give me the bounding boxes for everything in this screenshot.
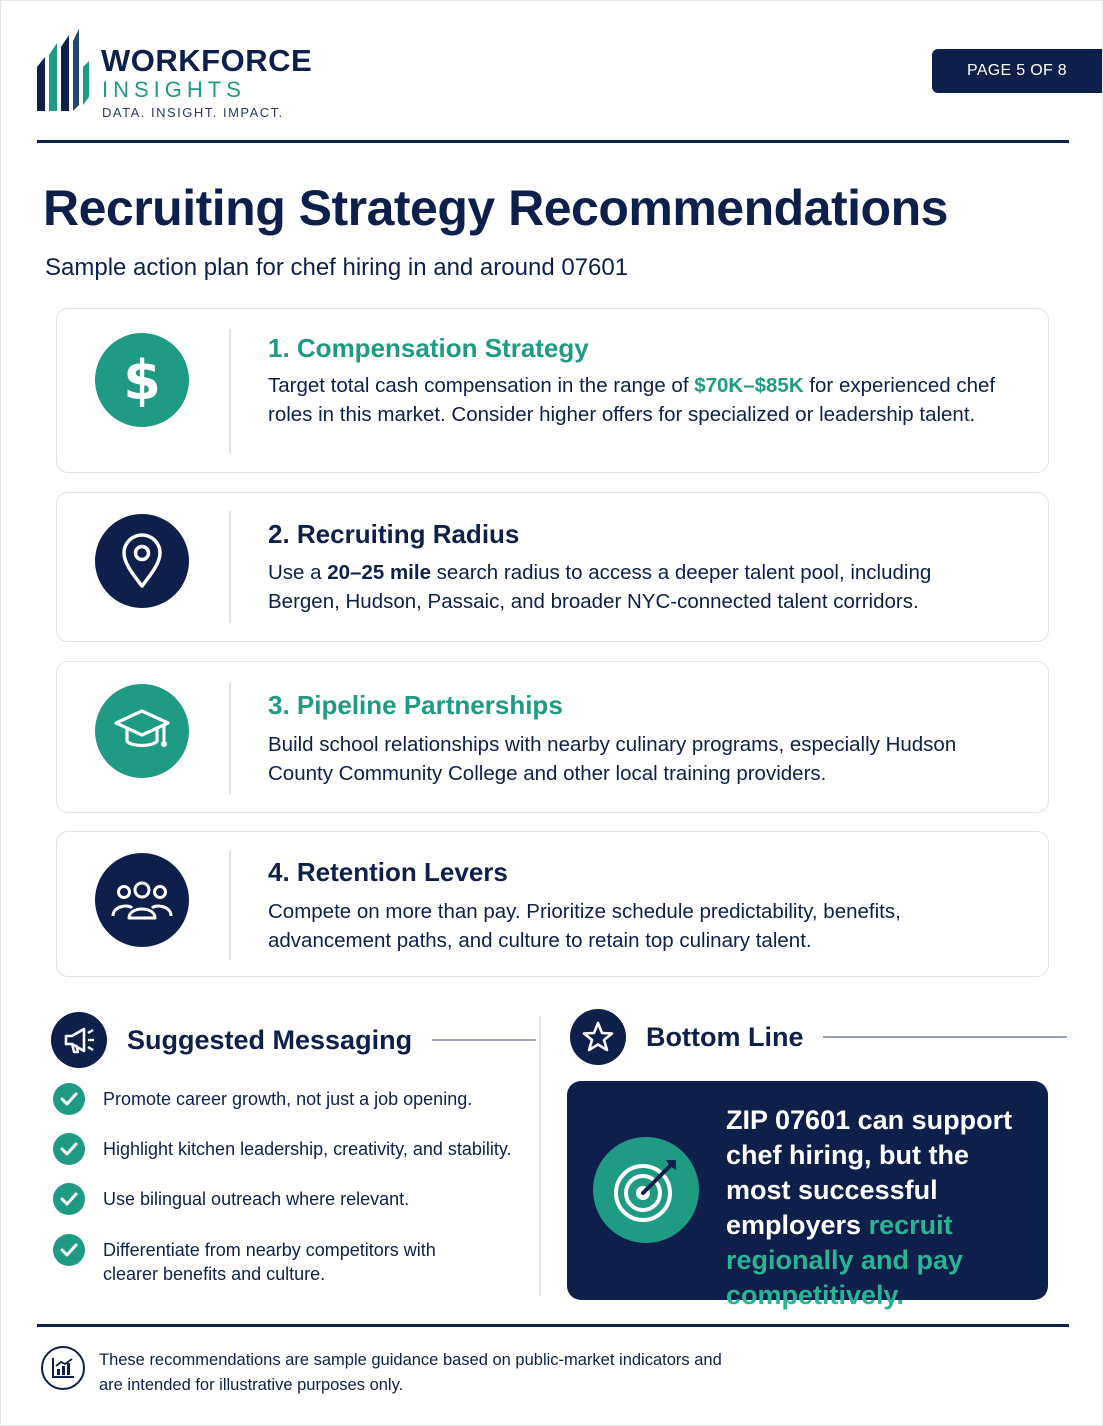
footer-disclaimer: These recommendations are sample guidanc…: [99, 1351, 722, 1394]
graduation-cap-icon: [95, 684, 189, 778]
recommendation-card-compensation: $ 1. Compensation Strategy Target total …: [56, 308, 1049, 473]
star-icon: [570, 1009, 626, 1065]
brand-name: WORKFORCE: [101, 43, 313, 78]
people-group-icon: [95, 853, 189, 947]
card-title: 4. Retention Levers: [268, 857, 508, 887]
card-body: Build school relationships with nearby c…: [268, 733, 957, 785]
card-body: Target total cash compensation in the ra…: [268, 374, 996, 426]
card-title: 1. Compensation Strategy: [268, 333, 589, 363]
bottom-line-text: ZIP 07601 can support chef hiring, but t…: [726, 1105, 1013, 1310]
bottom-line-highlight: recruit regionally and pay competitively…: [726, 1210, 964, 1310]
list-item: Differentiate from nearby competitors wi…: [53, 1234, 523, 1286]
card-title: 3. Pipeline Partnerships: [268, 690, 563, 720]
header-divider: [37, 140, 1069, 143]
bottom-line-callout: ZIP 07601 can support chef hiring, but t…: [567, 1081, 1048, 1310]
check-icon: [53, 1133, 85, 1165]
messaging-section-header: Suggested Messaging: [51, 1012, 537, 1068]
page-number-badge: PAGE 5 OF 8: [932, 49, 1102, 93]
page-subtitle: Sample action plan for chef hiring in an…: [45, 254, 629, 281]
compensation-range: $70K–$85K: [694, 374, 804, 397]
footer-divider: [37, 1324, 1069, 1327]
brand-logo: WORKFORCE INSIGHTS DATA. INSIGHT. IMPACT…: [37, 27, 337, 127]
check-icon: [53, 1234, 85, 1266]
location-pin-icon: [95, 514, 189, 608]
card-title: 2. Recruiting Radius: [268, 519, 520, 549]
dollar-icon: $: [95, 333, 189, 427]
section-title: Suggested Messaging: [127, 1024, 413, 1055]
brand-subname: INSIGHTS: [102, 77, 246, 102]
list-item: Use bilingual outreach where relevant.: [53, 1183, 523, 1215]
megaphone-icon: [51, 1012, 107, 1068]
page-title: Recruiting Strategy Recommendations: [43, 180, 948, 236]
chart-icon: [41, 1346, 85, 1390]
brand-tagline: DATA. INSIGHT. IMPACT.: [102, 105, 284, 120]
card-body: Compete on more than pay. Prioritize sch…: [268, 900, 901, 952]
list-item: Promote career growth, not just a job op…: [53, 1083, 523, 1115]
list-item: Highlight kitchen leadership, creativity…: [53, 1133, 523, 1165]
card-body: Use a 20–25 mile search radius to access…: [268, 561, 932, 613]
recommendation-card-retention: 4. Retention Levers Compete on more than…: [56, 831, 1049, 977]
target-arrow-icon: [593, 1137, 699, 1243]
logo-bars-icon: [37, 29, 89, 111]
radius-range: 20–25 mile: [327, 561, 431, 584]
section-title: Bottom Line: [646, 1021, 804, 1052]
check-icon: [53, 1083, 85, 1115]
recommendation-card-radius: 2. Recruiting Radius Use a 20–25 mile se…: [56, 492, 1049, 642]
bottom-line-section-header: Bottom Line: [570, 1009, 1068, 1065]
check-icon: [53, 1183, 85, 1215]
recommendation-card-pipeline: 3. Pipeline Partnerships Build school re…: [56, 661, 1049, 813]
